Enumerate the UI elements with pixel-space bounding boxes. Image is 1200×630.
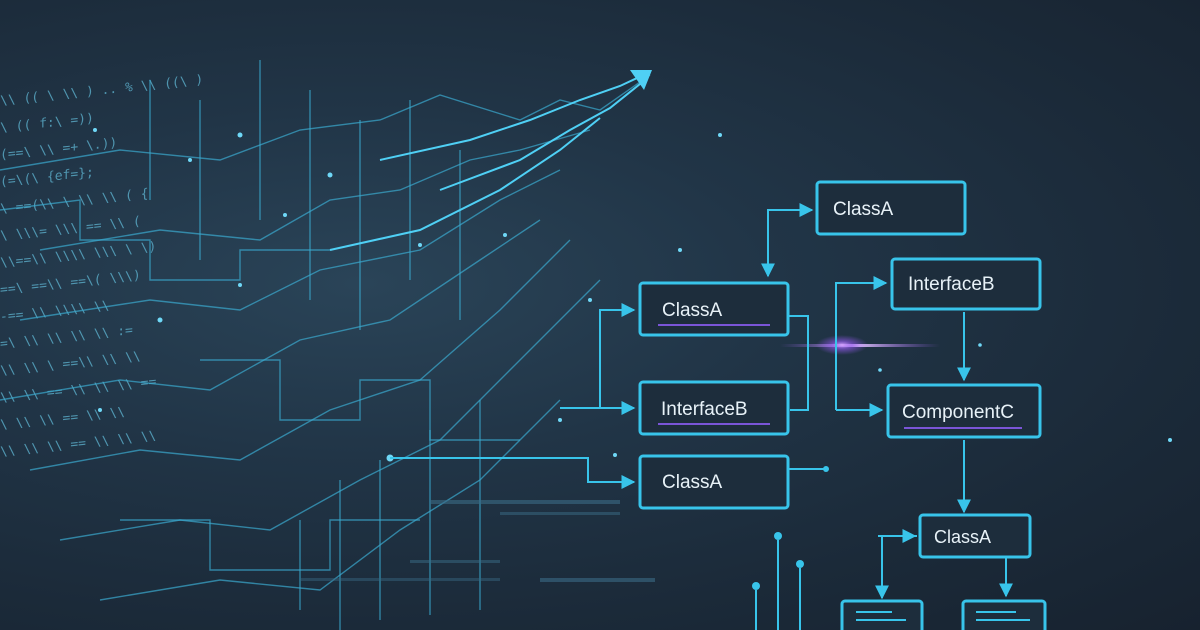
node-label: ClassA (934, 527, 991, 547)
code-line: \ (( f:\ =)) (0, 111, 94, 136)
glow-dots (93, 128, 1172, 462)
code-line: \\ \\ \\ == \\ \\ \\ (0, 429, 156, 460)
diagram-nodes: ClassA ClassA InterfaceB ClassA Interfac… (638, 180, 1047, 630)
connectors (390, 203, 1013, 630)
purple-glow (780, 335, 940, 355)
code-line: \ ==(\\ \ \\ \\ ( { (0, 186, 148, 217)
faint-code-strips (300, 500, 655, 582)
code-line: ==\ ==\\ ==\( \\\) (0, 268, 141, 298)
node-label: InterfaceB (661, 399, 748, 420)
node-interfaceb-right[interactable]: InterfaceB (890, 257, 1042, 311)
code-line: =\ \\ \\ \\ \\ := (0, 323, 133, 352)
code-line: (==\ \\ =+ \.)) (0, 136, 117, 163)
node-small-right[interactable] (961, 599, 1047, 630)
node-componentc[interactable]: ComponentC (886, 383, 1042, 439)
code-line: \\ \\ \ ==\\ \\ \\ (0, 349, 141, 379)
node-classa-middle[interactable]: ClassA (638, 281, 790, 337)
node-interfaceb-middle[interactable]: InterfaceB (638, 380, 790, 436)
node-label: ClassA (833, 199, 894, 220)
node-label: InterfaceB (908, 274, 995, 295)
node-classa-top[interactable]: ClassA (815, 180, 967, 236)
node-label: ComponentC (902, 402, 1014, 423)
up-arrow-icon (630, 70, 652, 90)
node-classa-lower[interactable]: ClassA (638, 454, 790, 510)
node-classa-bottom[interactable]: ClassA (918, 513, 1032, 559)
code-background: \\ (( \ \\ ) .. % \\ ((\ )\ (( f:\ =))(=… (0, 73, 203, 460)
node-label: ClassA (662, 472, 723, 493)
node-label: ClassA (662, 300, 723, 321)
node-small-left[interactable] (840, 599, 924, 630)
circuit-traces (0, 60, 652, 630)
code-line: -== \\ \\\\ \\ (0, 299, 109, 325)
code-line: (=\(\ {ef=}; (0, 165, 94, 190)
code-line: \\ (( \ \\ ) .. % \\ ((\ ) (0, 73, 203, 109)
code-line: \\ \\ == \\ \\ \\ == (0, 375, 156, 406)
code-line: \ \\ \\ == \\ \\ (0, 405, 125, 433)
